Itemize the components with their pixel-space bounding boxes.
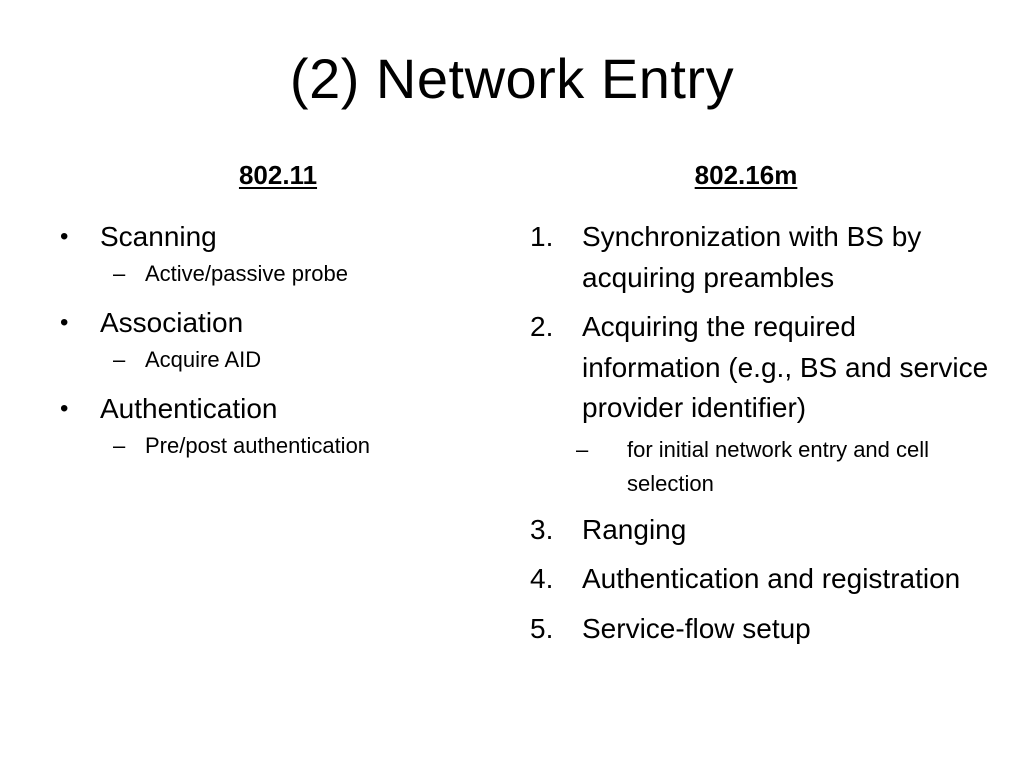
sub-list-item: – Acquire AID	[58, 345, 478, 375]
bullet-icon: •	[60, 223, 69, 250]
item-number: 1.	[530, 221, 554, 252]
dash-icon: –	[113, 347, 126, 372]
sub-list-item-label: Pre/post authentication	[145, 433, 371, 458]
item-number: 3.	[530, 513, 554, 545]
item-number: 5.	[530, 612, 554, 644]
sub-list-item-label: Acquire AID	[145, 347, 262, 372]
numbered-item-label: Synchronization with BS by acquiring pre…	[582, 221, 922, 293]
numbered-sub-item: – for initial network entry and cell sel…	[530, 433, 990, 501]
left-column-heading: 802.11	[238, 160, 318, 190]
sub-list-item: – Active/passive probe	[58, 259, 478, 289]
dash-icon: –	[113, 261, 126, 286]
numbered-item-label: Authentication and registration	[582, 563, 961, 594]
dash-icon: –	[113, 433, 126, 458]
list-item: • Authentication	[58, 389, 478, 429]
numbered-item: 2. Acquiring the required information (e…	[530, 307, 990, 429]
numbered-item-label: Acquiring the required information (e.g.…	[582, 311, 989, 423]
sub-list-item-label: Active/passive probe	[145, 261, 348, 286]
list-item: • Association	[58, 303, 478, 343]
right-column-list: 1. Synchronization with BS by acquiring …	[530, 217, 990, 658]
bullet-icon: •	[60, 395, 69, 422]
numbered-item-label: Ranging	[582, 513, 687, 545]
sub-list-item: – Pre/post authentication	[58, 431, 478, 461]
numbered-item-label: Service-flow setup	[582, 612, 811, 644]
right-column-heading: 802.16m	[694, 160, 798, 190]
list-item: • Scanning	[58, 217, 478, 257]
slide-title: (2) Network Entry	[289, 47, 735, 110]
left-column-list: • Scanning – Active/passive probe • Asso…	[58, 217, 478, 475]
numbered-sub-item-label: for initial network entry and cell selec…	[627, 436, 930, 496]
list-item-label: Association	[100, 307, 244, 338]
dash-icon: –	[576, 436, 589, 462]
item-number: 4.	[530, 563, 554, 594]
numbered-item: 4. Authentication and registration	[530, 559, 990, 600]
bullet-icon: •	[60, 309, 69, 336]
list-item-label: Scanning	[100, 221, 217, 252]
numbered-item: 5. Service-flow setup	[530, 609, 990, 650]
numbered-item: 3. Ranging	[530, 510, 990, 551]
numbered-item: 1. Synchronization with BS by acquiring …	[530, 217, 990, 298]
item-number: 2.	[530, 311, 554, 342]
list-item-label: Authentication	[100, 393, 278, 424]
